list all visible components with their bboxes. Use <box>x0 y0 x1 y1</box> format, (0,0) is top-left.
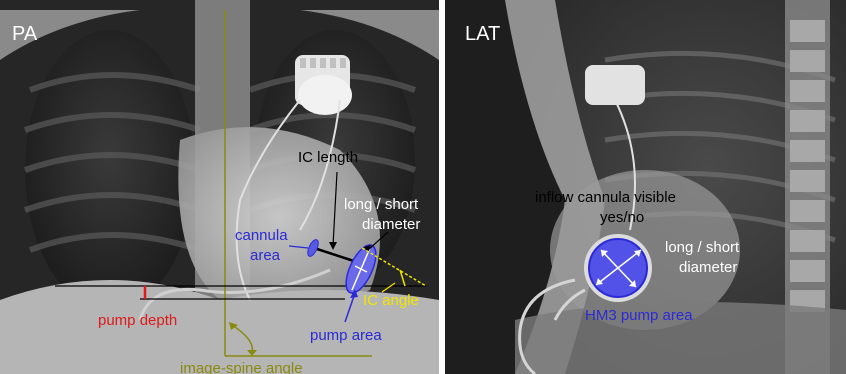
inflow-yes-no-label: yes/no <box>600 209 644 226</box>
ic-angle-label: IC angle <box>363 292 419 309</box>
lat-diameter-label: diameter <box>679 259 737 276</box>
pump-area-arrow <box>345 296 354 322</box>
pa-annotations: PA IC length long / short diameter cannu… <box>0 0 439 374</box>
spine-angle-arc <box>232 325 252 352</box>
pump-area-label: pump area <box>310 327 382 344</box>
pump-depth-label: pump depth <box>98 312 177 329</box>
lat-title: LAT <box>465 23 500 45</box>
lat-annotations: LAT inflow cannula visible yes/no long /… <box>445 0 846 374</box>
lat-long-short-label: long / short <box>665 239 740 256</box>
spine-arrow-bottom <box>247 350 257 356</box>
pa-title: PA <box>12 23 38 45</box>
pa-diameter-label: diameter <box>362 216 420 233</box>
cannula-area-label: area <box>250 247 281 264</box>
cannula-label: cannula <box>235 227 288 244</box>
pa-xray-panel: PA IC length long / short diameter cannu… <box>0 0 439 374</box>
inflow-label: inflow cannula visible <box>535 189 676 206</box>
ic-length-pointer <box>333 172 337 246</box>
image-spine-angle-label: image-spine angle <box>180 360 303 374</box>
ic-length-label: IC length <box>298 149 358 166</box>
pa-long-short-label: long / short <box>344 196 419 213</box>
lat-xray-panel: LAT inflow cannula visible yes/no long /… <box>445 0 846 374</box>
hm3-pump-area-label: HM3 pump area <box>585 307 693 324</box>
